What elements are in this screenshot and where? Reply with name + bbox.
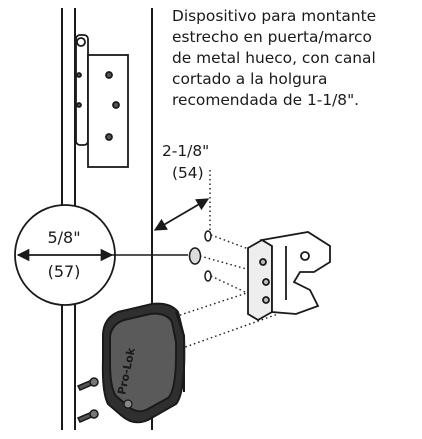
strike-bracket	[247, 231, 331, 322]
mounting-screws	[76, 377, 99, 423]
caption-line-1: Dispositivo para montante	[172, 7, 377, 25]
caption-line-4: cortado a la holgura	[172, 70, 328, 88]
depth-dimension: 2-1/8" (54)	[153, 142, 210, 231]
lock-device: Pro-Lok	[101, 302, 186, 424]
caption-line-3: de metal hueco, con canal	[172, 49, 376, 67]
backset-imperial-label: 5/8"	[47, 228, 80, 247]
caption-line-5: recomendada de 1-1/8".	[172, 91, 360, 109]
backset-metric-label: (57)	[48, 262, 81, 281]
caption-line-2: estrecho en puerta/marco	[172, 28, 372, 46]
depth-imperial-label: 2-1/8"	[162, 142, 209, 160]
instruction-caption: Dispositivo para montante estrecho en pu…	[172, 6, 417, 111]
frame-holes	[188, 230, 212, 282]
depth-arrow	[153, 198, 210, 231]
backset-callout: 5/8" (57)	[14, 204, 188, 306]
depth-metric-label: (54)	[172, 164, 204, 182]
door-hinge	[75, 34, 129, 168]
